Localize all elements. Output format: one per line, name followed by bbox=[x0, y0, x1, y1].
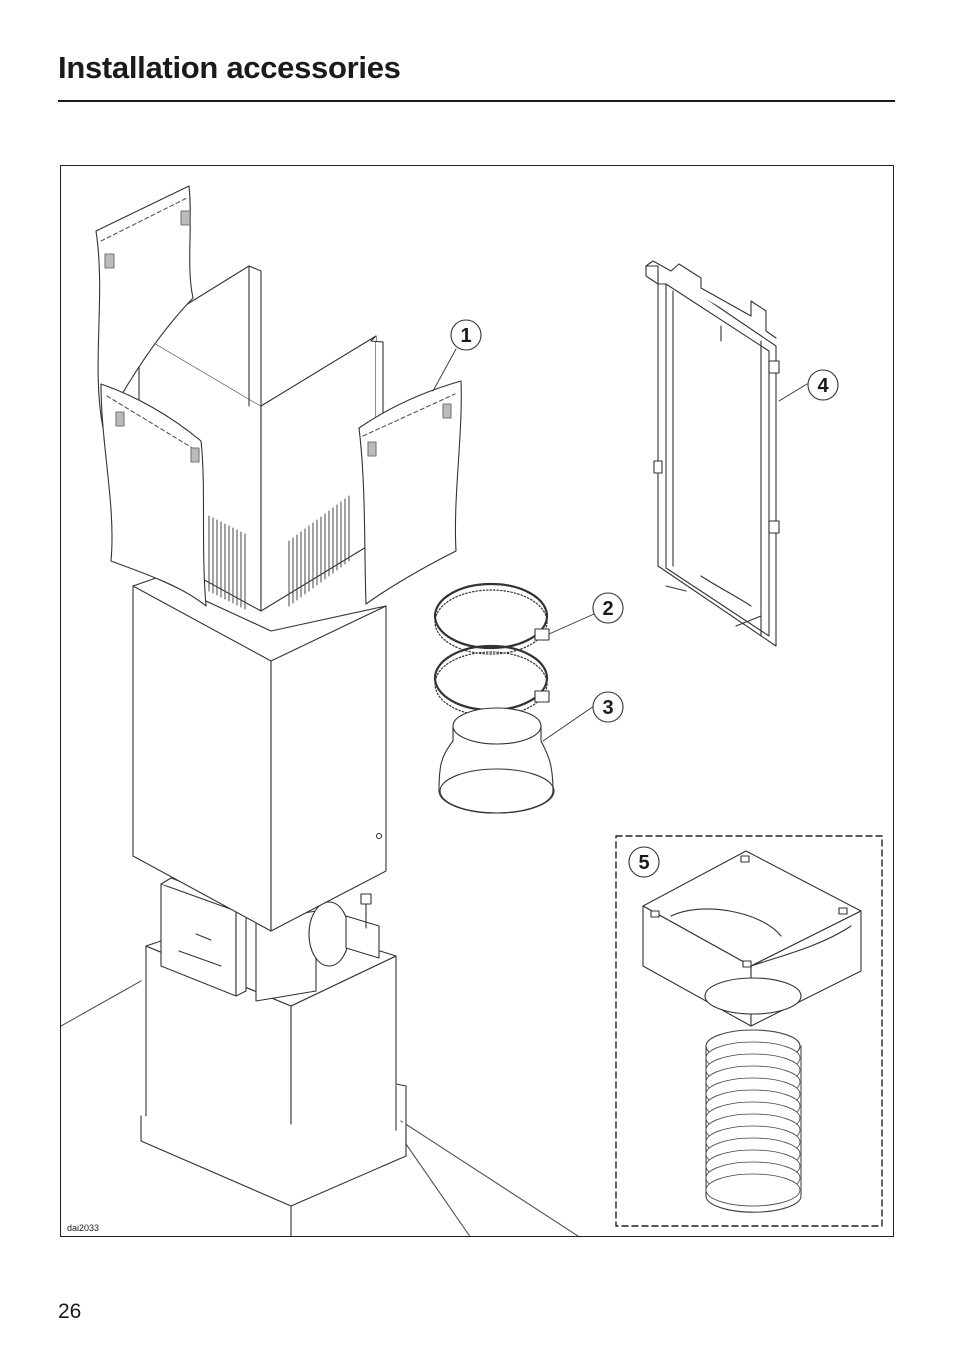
svg-text:1: 1 bbox=[460, 325, 471, 347]
installation-figure: 1 4 2 3 5 dai2033 bbox=[60, 165, 894, 1237]
callout-2: 2 bbox=[593, 593, 623, 623]
svg-text:3: 3 bbox=[602, 697, 613, 719]
title-rule bbox=[58, 100, 895, 102]
svg-text:2: 2 bbox=[602, 598, 613, 620]
callout-5: 5 bbox=[629, 847, 659, 877]
duct-adaptor-ring bbox=[439, 708, 554, 813]
callout-4: 4 bbox=[808, 370, 838, 400]
callout-3: 3 bbox=[593, 692, 623, 722]
page-number: 26 bbox=[58, 1300, 81, 1324]
svg-text:5: 5 bbox=[638, 852, 649, 874]
wall-mounting-bracket bbox=[646, 261, 779, 646]
page-title: Installation accessories bbox=[58, 50, 401, 86]
hose-clamps bbox=[435, 584, 549, 716]
svg-text:4: 4 bbox=[817, 375, 829, 397]
callout-1: 1 bbox=[451, 320, 481, 350]
figure-code: dai2033 bbox=[67, 1223, 99, 1233]
duct-box-with-hose bbox=[643, 851, 861, 1212]
accessories-drawing: 1 4 2 3 5 bbox=[61, 166, 894, 1237]
